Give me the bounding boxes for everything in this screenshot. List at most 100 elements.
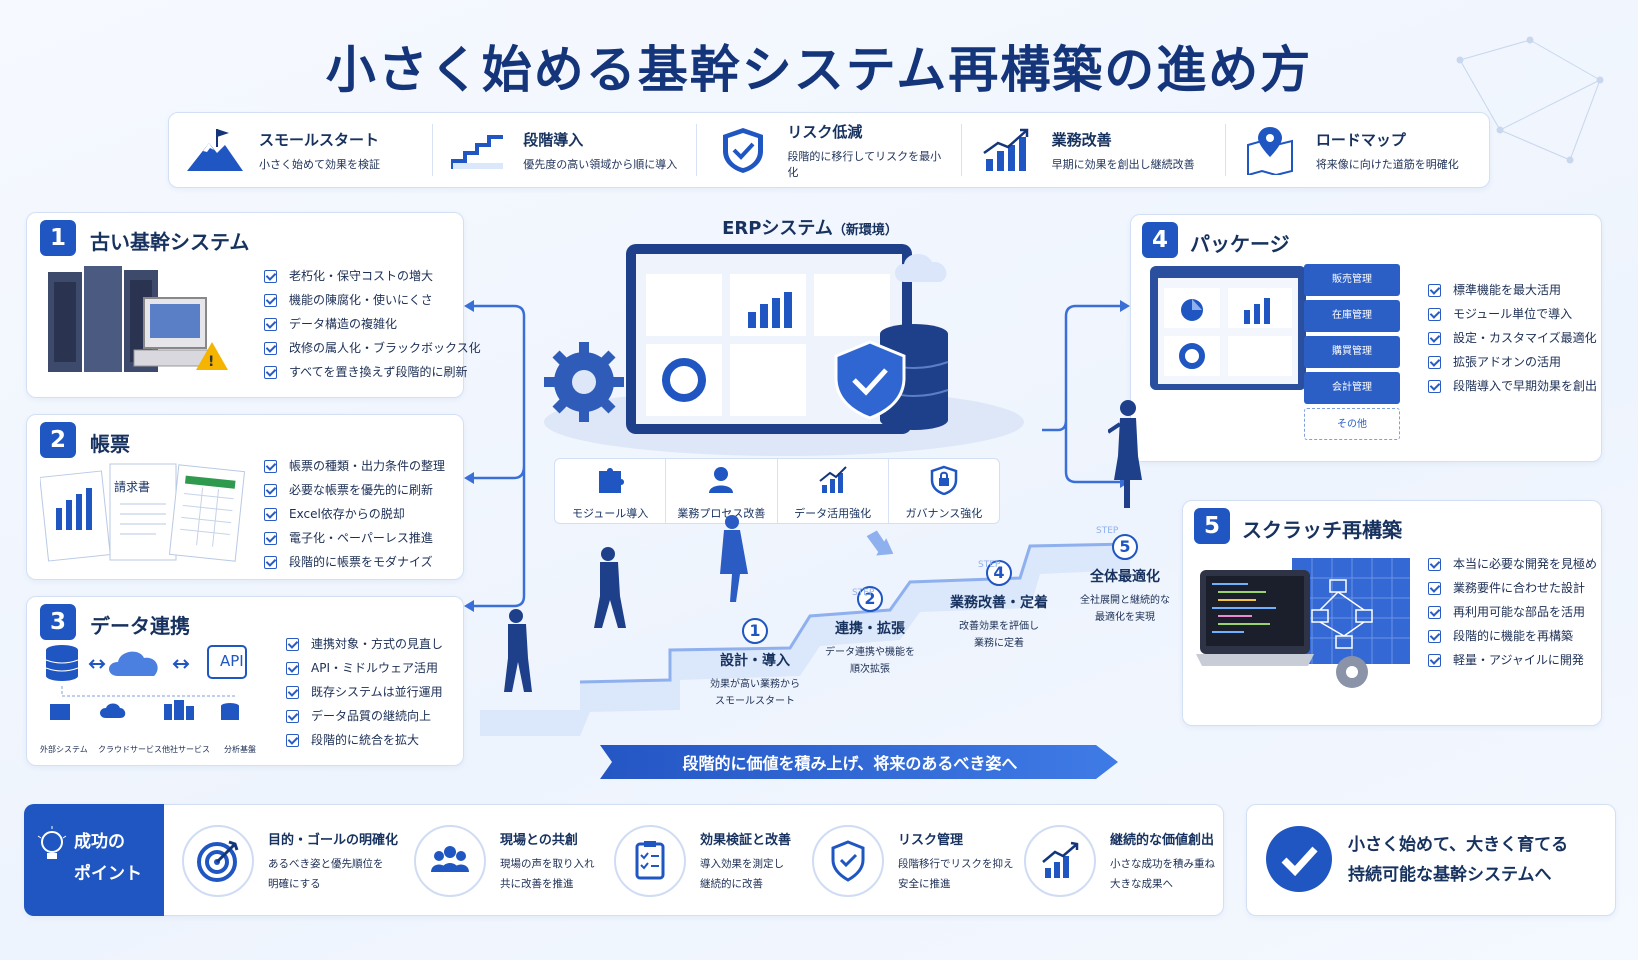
section-title: データ連携 — [90, 614, 190, 638]
principle-desc: 段階的に移行してリスクを最小化 — [787, 149, 942, 179]
success-point: 継続的な価値創出小さな成功を積み重ね大きな成果へ — [1024, 818, 1215, 904]
check-item: 拡張アドオンの活用 — [1428, 350, 1597, 374]
success-header: 成功のポイント — [24, 804, 164, 916]
data-checklist: 連携対象・方式の見直し API・ミドルウェア活用 既存システムは並行運用 データ… — [286, 632, 443, 752]
map-pin-icon — [1246, 127, 1293, 175]
check-item: 連携対象・方式の見直し — [286, 632, 443, 656]
api-label: API — [220, 652, 244, 670]
source-label: クラウドサービス — [98, 745, 162, 754]
check-item: 段階的に帳票をモダナイズ — [264, 550, 445, 574]
step-tag: STEP — [852, 588, 875, 598]
module-block: 購買管理 — [1304, 336, 1400, 368]
module-block-other: その他 — [1304, 408, 1400, 440]
check-item: データ構造の複雑化 — [264, 312, 481, 336]
source-label: 分析基盤 — [224, 745, 256, 754]
check-item: 段階的に機能を再構築 — [1428, 624, 1597, 648]
conclusion-text: 小さく始めて、大きく育てる持続可能な基幹システムへ — [1348, 835, 1569, 885]
walking-person-icon — [594, 547, 626, 628]
success-point: リスク管理段階移行でリスクを抑え安全に推進 — [812, 818, 1014, 904]
left-connector-arrows — [464, 300, 526, 612]
check-item: 老朽化・保守コストの増大 — [264, 264, 481, 288]
erp-title: ERPシステム（新環境） — [722, 218, 898, 239]
success-point: 現場との共創現場の声を取り入れ共に改善を推進 — [414, 818, 595, 904]
check-item: 業務要件に合わせた設計 — [1428, 576, 1597, 600]
shield-check-icon — [723, 128, 764, 173]
chart-up-icon — [819, 466, 847, 493]
erp-feature: モジュール導入 — [555, 459, 667, 523]
check-item: 標準機能を最大活用 — [1428, 278, 1597, 302]
principle-small-start: スモールスタート小さく始めて効果を検証 — [169, 124, 434, 176]
package-checklist: 標準機能を最大活用 モジュール単位で導入 設定・カスタマイズ最適化 拡張アドオン… — [1428, 278, 1597, 398]
principle-desc: 早期に効果を創出し継続改善 — [1051, 157, 1195, 171]
walking-person-icon — [504, 609, 532, 692]
principle-title: リスク低減 — [787, 122, 863, 141]
erp-feature-strip: モジュール導入 業務プロセス改善 データ活用強化 ガバナンス強化 — [554, 458, 1000, 524]
bar-chart-icon — [982, 128, 1028, 171]
check-item: 改修の属人化・ブラックボックス化 — [264, 336, 481, 360]
check-item: 電子化・ペーパーレス推進 — [264, 526, 445, 550]
checklist-icon — [635, 841, 665, 880]
check-item: 段階導入で早期効果を創出 — [1428, 374, 1597, 398]
laptop-blueprint-illustration — [1196, 558, 1410, 688]
database-icon — [45, 645, 79, 681]
package-screen-illustration — [1150, 266, 1306, 390]
principle-title: 業務改善 — [1051, 130, 1112, 149]
erp-feature: 業務プロセス改善 — [666, 459, 778, 523]
growth-icon — [1042, 841, 1079, 878]
section-title: 古い基幹システム — [90, 230, 250, 254]
success-point: 目的・ゴールの明確化あるべき姿と優先順位を明確にする — [182, 818, 398, 904]
step-tag: STEP — [978, 560, 1001, 570]
principle-staged: 段階導入優先度の高い領域から順に導入 — [433, 124, 698, 176]
check-item: データ品質の継続向上 — [286, 704, 443, 728]
principle-title: ロードマップ — [1315, 130, 1406, 149]
check-item: 必要な帳票を優先的に刷新 — [264, 478, 445, 502]
check-item: 帳票の種類・出力条件の整理 — [264, 454, 445, 478]
team-icon — [431, 846, 469, 872]
page-title: 小さく始める基幹システム再構築の進め方 — [325, 41, 1313, 99]
principle-desc: 優先度の高い領域から順に導入 — [523, 157, 678, 171]
puzzle-icon — [599, 468, 625, 493]
right-connector-arrows — [1042, 300, 1130, 488]
source-label: 他社サービス — [162, 745, 210, 754]
section-number: 4 — [1142, 222, 1178, 258]
erp-feature: データ活用強化 — [778, 459, 889, 523]
check-item: モジュール単位で導入 — [1428, 302, 1597, 326]
staircase-illustration — [480, 515, 1131, 736]
module-block: 会計管理 — [1304, 372, 1400, 404]
principle-desc: 小さく始めて効果を検証 — [259, 157, 380, 171]
data-integration-diagram — [45, 645, 247, 720]
banner-text: 段階的に価値を積み上げ、将来のあるべき姿へ — [682, 754, 1018, 773]
section-number: 2 — [40, 422, 76, 458]
lightbulb-icon — [37, 826, 67, 859]
document-icons — [40, 463, 246, 562]
svg-text:!: ! — [208, 354, 214, 370]
source-label: 外部システム — [40, 745, 88, 754]
check-item: 軽量・アジャイルに開発 — [1428, 648, 1597, 672]
check-item: 機能の陳腐化・使いにくさ — [264, 288, 481, 312]
check-item: 既存システムは並行運用 — [286, 680, 443, 704]
shield-icon — [831, 840, 865, 882]
scratch-checklist: 本当に必要な開発を見極め 業務要件に合わせた設計 再利用可能な部品を活用 段階的… — [1428, 552, 1597, 672]
walking-person-icon — [720, 515, 748, 602]
principle-title: 段階導入 — [523, 130, 584, 149]
target-icon — [197, 840, 239, 882]
check-item: すべてを置き換えず段階的に刷新 — [264, 360, 481, 384]
step-tag: STEP — [1096, 526, 1119, 536]
forms-checklist: 帳票の種類・出力条件の整理 必要な帳票を優先的に刷新 Excel依存からの脱却 … — [264, 454, 445, 574]
goal-person-icon — [1108, 400, 1142, 508]
erp-illustration — [544, 244, 1024, 456]
success-point: 効果検証と改善導入効果を測定し継続的に改善 — [614, 818, 791, 904]
legacy-server-icon: ! — [48, 266, 228, 372]
section-number: 1 — [40, 220, 76, 256]
invoice-label: 請求書 — [114, 480, 151, 494]
progress-banner-arrow — [600, 745, 1118, 779]
check-item: 再利用可能な部品を活用 — [1428, 600, 1597, 624]
check-item: 本当に必要な開発を見極め — [1428, 552, 1597, 576]
module-block: 在庫管理 — [1304, 300, 1400, 332]
lock-shield-icon — [930, 465, 958, 496]
module-block: 販売管理 — [1304, 264, 1400, 296]
